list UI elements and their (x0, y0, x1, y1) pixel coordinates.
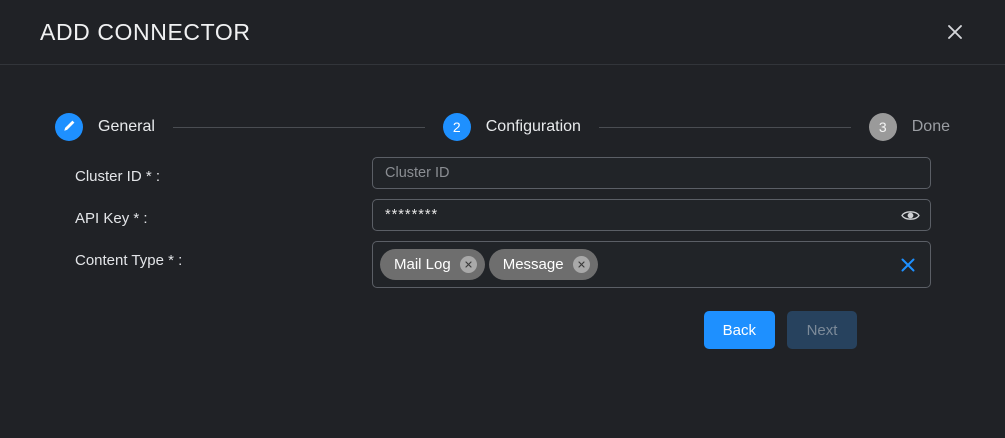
tag-item[interactable]: Message (488, 249, 598, 280)
wizard-stepper: General 2 Configuration 3 Done (55, 65, 950, 141)
cluster-id-label: Cluster ID * : (75, 168, 161, 185)
step-connector-1 (172, 126, 425, 128)
api-key-input[interactable] (372, 199, 931, 231)
tag-label: Message (502, 256, 564, 273)
close-icon[interactable] (941, 18, 969, 46)
tag-remove-icon[interactable] (459, 256, 477, 273)
cluster-id-field (372, 157, 931, 189)
step-configuration-badge: 2 (442, 113, 471, 141)
step-general[interactable]: General (55, 113, 155, 141)
cluster-id-input[interactable] (372, 157, 931, 189)
api-key-field (372, 199, 931, 231)
eye-icon[interactable] (900, 205, 920, 225)
content-type-label: Content Type * : (75, 252, 183, 269)
step-configuration[interactable]: 2 Configuration (442, 113, 581, 141)
form-row-api-key: API Key * : (75, 199, 931, 231)
dialog-actions: Back Next (75, 298, 931, 349)
step-connector-2 (598, 126, 851, 128)
tag-label: Mail Log (394, 256, 451, 273)
step-general-label: General (98, 118, 155, 135)
tag-remove-icon[interactable] (572, 256, 590, 273)
dialog-title: ADD CONNECTOR (40, 18, 251, 45)
connector-config-form: Cluster ID * : API Key * : (0, 157, 1005, 349)
api-key-label: API Key * : (75, 210, 148, 227)
step-done-badge: 3 (868, 113, 897, 141)
tag-item[interactable]: Mail Log (380, 249, 485, 280)
step-done-label: Done (911, 118, 950, 135)
step-general-badge (55, 113, 83, 141)
dialog-body: General 2 Configuration 3 Done Cluster I… (0, 65, 1005, 438)
dialog-header: ADD CONNECTOR (0, 0, 1005, 65)
back-button[interactable]: Back (703, 311, 775, 349)
pencil-icon (62, 119, 76, 136)
step-done[interactable]: 3 Done (868, 113, 950, 141)
content-type-multiselect[interactable]: Mail Log Message (372, 241, 931, 288)
content-type-field: Mail Log Message (372, 241, 931, 288)
step-configuration-label: Configuration (485, 118, 581, 135)
next-button[interactable]: Next (787, 311, 857, 349)
form-row-content-type: Content Type * : Mail Log Me (75, 241, 931, 288)
clear-all-icon[interactable] (897, 254, 919, 276)
form-row-cluster-id: Cluster ID * : (75, 157, 931, 189)
